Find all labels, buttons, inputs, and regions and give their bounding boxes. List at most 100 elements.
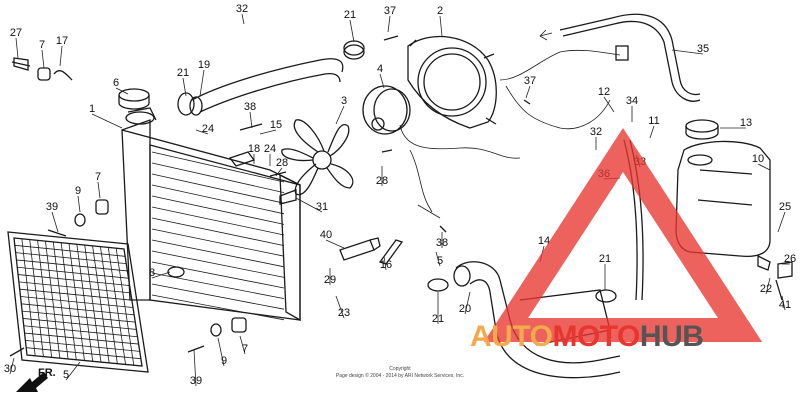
leader-line [435, 251, 441, 267]
hose-clamp [427, 278, 617, 303]
leader-line [325, 239, 345, 249]
part-number-label: 27 [10, 27, 22, 39]
watermark-text: AUTOMOTOHUB [470, 320, 703, 353]
watermark-part-1: AUTO [470, 320, 553, 353]
part-number-label: 35 [697, 43, 709, 55]
copyright-line-2: Page design © 2004 - 2014 by ARI Network… [336, 372, 464, 379]
part-number-label: 2 [437, 5, 443, 17]
part-number-label: 19 [198, 59, 210, 71]
radiator-cap [118, 88, 150, 110]
part-number-label: 7 [95, 171, 101, 183]
copyright-line-1: Copyright [389, 366, 411, 372]
watermark-logo [483, 127, 763, 342]
leader-line [97, 181, 101, 199]
part-number-label: 22 [760, 283, 772, 295]
part-number-label: 4 [377, 63, 383, 75]
leader-line [241, 13, 245, 25]
leader-line [151, 271, 171, 279]
fan-shroud [407, 35, 497, 129]
leader-line [295, 197, 323, 213]
hose-clamp [343, 40, 365, 60]
part-number-label: 40 [320, 229, 332, 241]
leader-line [199, 69, 205, 97]
part-number-label: 32 [590, 126, 602, 138]
part-number-label: 39 [46, 201, 58, 213]
leader-line [41, 49, 45, 69]
part-number-label: 15 [270, 119, 282, 131]
radiator-screen [7, 231, 149, 373]
part-number-label: 26 [784, 253, 796, 265]
part-number-label: 7 [242, 343, 248, 355]
fan-motor [362, 85, 411, 135]
front-direction-arrow [16, 372, 48, 392]
leader-line [91, 113, 123, 129]
part-number-label: 5 [63, 369, 69, 381]
leader-line [781, 295, 786, 311]
part-number-label: 10 [752, 153, 764, 165]
part-number-label: 41 [779, 299, 791, 311]
fan-wiring [399, 45, 629, 219]
radiator-core [121, 107, 301, 322]
part-number-label: 18 [248, 143, 260, 155]
part-number-label: 37 [524, 75, 536, 87]
part-number-label: 9 [221, 355, 227, 367]
part-number-label: 37 [384, 5, 396, 17]
part-number-label: 30 [4, 363, 16, 375]
leader-line [383, 255, 387, 271]
leader-line [777, 211, 786, 233]
overflow-hose [539, 13, 701, 102]
leader-line [259, 129, 277, 135]
part-number-label: 8 [149, 267, 155, 279]
part-number-label: 21 [599, 253, 611, 265]
part-number-label: 13 [740, 117, 752, 129]
part-number-label: 11 [648, 115, 659, 127]
upper-hose [177, 58, 344, 116]
leader-line [77, 195, 81, 213]
part-number-label: 21 [344, 9, 356, 21]
part-number-label: 12 [598, 86, 610, 98]
part-number-label: 31 [316, 201, 328, 213]
part-number-label: 32 [236, 3, 248, 15]
leader-line [51, 211, 59, 233]
fan-blade [281, 119, 354, 196]
part-number-label: 24 [264, 143, 276, 155]
leader-line [765, 277, 771, 295]
watermark-part-3: HUB [640, 320, 704, 353]
leader-line [15, 37, 19, 59]
leader-line [349, 19, 355, 43]
part-number-label: 39 [190, 375, 202, 387]
part-number-label: 3 [341, 95, 347, 107]
leader-line [217, 337, 225, 367]
leader-line [671, 49, 704, 55]
leader-line [9, 357, 15, 375]
part-number-label: 20 [459, 303, 471, 315]
part-number-label: 38 [436, 237, 448, 249]
leader-line [603, 96, 615, 113]
leader-line [239, 335, 246, 355]
leader-line [182, 77, 187, 97]
part-number-label: 21 [177, 67, 189, 79]
part-number-label: 28 [376, 175, 388, 187]
leader-line [464, 291, 471, 315]
part-number-label: 6 [113, 77, 119, 89]
thermo-switch [339, 237, 381, 261]
part-number-label: 23 [338, 307, 350, 319]
hardware [9, 35, 793, 357]
part-number-label: 28 [276, 157, 288, 169]
part-number-label: 5 [437, 255, 443, 267]
leader-line [59, 45, 63, 67]
leader-line [195, 129, 209, 135]
part-number-label: 17 [56, 35, 68, 47]
watermark-part-2: MOTO [552, 320, 640, 353]
leader-line [193, 349, 197, 387]
part-number-label: 7 [39, 39, 45, 51]
part-number-label: 9 [75, 185, 81, 197]
part-number-label: 1 [89, 103, 95, 115]
leader-line [65, 361, 81, 381]
part-number-label: 29 [324, 274, 336, 286]
part-number-label: 25 [779, 201, 791, 213]
leader-line [757, 163, 771, 171]
leader-line [525, 85, 531, 99]
leader-line [379, 73, 385, 89]
